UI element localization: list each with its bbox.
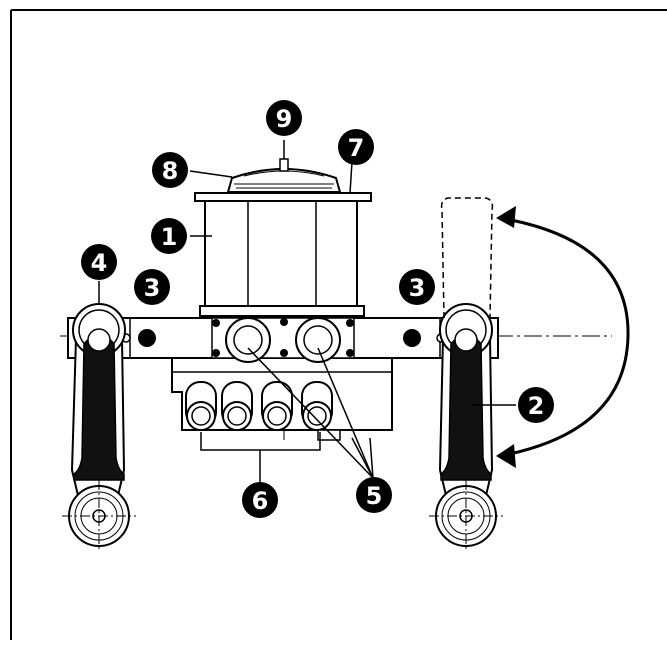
callout-8: 8	[152, 152, 188, 188]
pin-right	[403, 329, 421, 347]
arrow-head-top	[496, 206, 516, 228]
top-screw	[279, 140, 289, 172]
callout-6-label: 6	[252, 487, 269, 515]
callout-7: 7	[338, 129, 374, 165]
callout-4: 4	[81, 244, 117, 280]
port	[261, 381, 293, 431]
callout-7-label: 7	[348, 134, 365, 162]
callout-6: 6	[242, 482, 278, 518]
callout-3-right-label: 3	[409, 274, 426, 302]
leader-5d	[351, 437, 374, 479]
callout-2: 2	[518, 387, 554, 423]
top-flange	[194, 192, 372, 202]
right-handle	[438, 303, 494, 505]
callout-2-label: 2	[528, 392, 545, 420]
screw	[212, 319, 220, 327]
callout-5: 5	[356, 477, 392, 513]
screw	[280, 349, 288, 357]
screw	[212, 349, 220, 357]
rotation-arrow	[496, 206, 630, 468]
callout-8-label: 8	[162, 157, 179, 185]
port	[221, 381, 253, 431]
right-wheel	[429, 480, 503, 552]
callout-5-label: 5	[366, 482, 383, 510]
port-group	[185, 381, 341, 441]
callout-4-label: 4	[91, 249, 108, 277]
callout-3-right: 3	[399, 269, 435, 305]
screw	[346, 349, 354, 357]
dome-cap	[226, 168, 342, 193]
screw	[280, 318, 288, 326]
filter-cylinder	[199, 199, 365, 317]
callout-1: 1	[151, 218, 187, 254]
callout-3-left: 3	[134, 269, 170, 305]
callout-9-label: 9	[276, 105, 293, 133]
callout-3-left-label: 3	[144, 274, 161, 302]
leader-5b	[317, 347, 374, 479]
leader-7	[349, 161, 353, 194]
leader-5c	[369, 437, 374, 479]
port	[301, 381, 333, 431]
raised-handle-outline	[440, 197, 494, 319]
pin-left	[138, 329, 156, 347]
left-wheel	[62, 480, 136, 552]
callout-1-label: 1	[161, 223, 178, 251]
screw	[346, 319, 354, 327]
left-handle	[70, 303, 126, 505]
callout-9: 9	[266, 100, 302, 136]
manifold-plate	[211, 317, 355, 363]
leader-5a	[247, 347, 374, 479]
port-bracket	[200, 432, 321, 451]
port	[185, 381, 217, 431]
leader-8	[189, 170, 233, 178]
arrow-head-bottom	[496, 444, 516, 468]
